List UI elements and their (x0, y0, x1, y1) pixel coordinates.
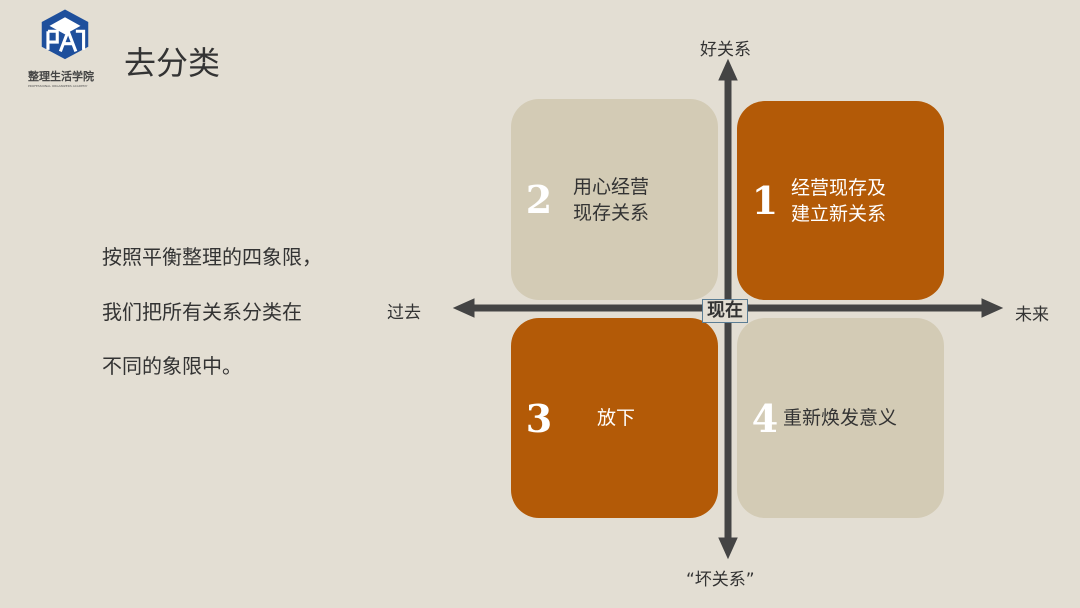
arrow-right-icon (981, 298, 1004, 318)
quadrant-2: 2 用心经营现存关系 (511, 99, 718, 300)
axis-center-label: 现在 (702, 299, 748, 323)
quadrant-number: 3 (525, 395, 553, 441)
quadrant-number: 2 (525, 177, 553, 222)
slide-title: 去分类 (124, 44, 221, 82)
body-line-3: 不同的象限中。 (102, 354, 242, 378)
arrow-left-icon (452, 298, 475, 318)
quadrant-label: 现存关系 (573, 201, 650, 224)
quadrant-label: 经营现存及 (791, 176, 887, 199)
logo-icon (41, 9, 89, 60)
quadrant-label: 放下 (597, 407, 636, 429)
quadrant-4: 4 重新焕发意义 (737, 318, 944, 518)
quadrant-1: 1 经营现存及建立新关系 (737, 101, 944, 300)
quadrant-number: 1 (751, 178, 779, 223)
quadrant-label: 用心经营 (573, 175, 650, 198)
logo-tagline: PROFESSIONAL ORGANIZERS ACADEMY (28, 84, 88, 88)
arrow-down-icon (718, 537, 738, 560)
quadrant-number: 4 (751, 395, 779, 441)
body-line-1: 按照平衡整理的四象限， (102, 245, 322, 269)
logo-name: 整理生活学院 (28, 70, 94, 83)
arrow-up-icon (718, 58, 738, 81)
body-line-2: 我们把所有关系分类在 (102, 300, 302, 324)
quadrant-label: 建立新关系 (791, 202, 887, 225)
axis-top-label: 好关系 (700, 40, 751, 60)
quadrant-label: 重新焕发意义 (783, 407, 898, 429)
axis-right-label: 未来 (1015, 305, 1049, 325)
quadrant-3: 3 放下 (511, 318, 718, 518)
axis-left-label: 过去 (387, 303, 421, 323)
axis-bottom-label: “坏关系” (686, 570, 755, 590)
